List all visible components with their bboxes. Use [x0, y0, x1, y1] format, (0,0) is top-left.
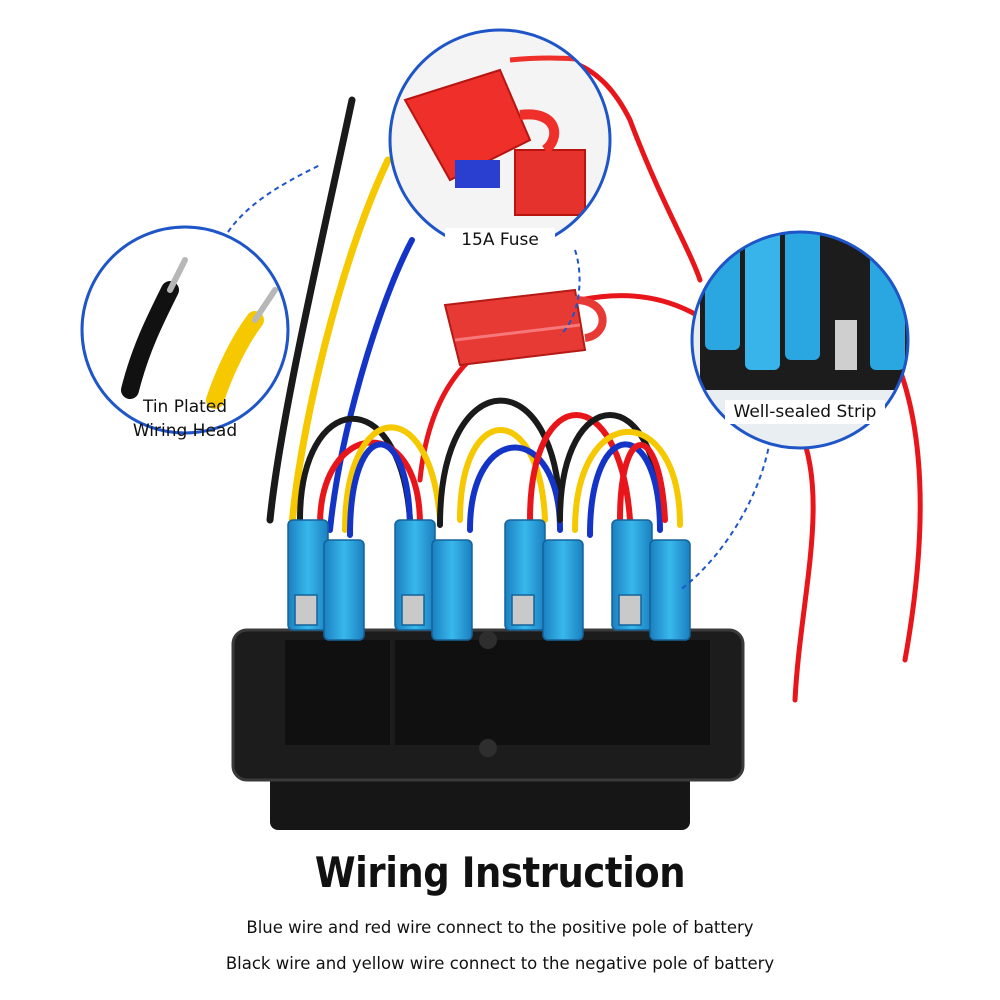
fuse-callout — [388, 28, 612, 252]
switch-panel — [231, 628, 745, 830]
label-strip: Well-sealed Strip — [725, 400, 885, 424]
tin-plated-callout — [80, 225, 290, 435]
callout-leaders — [227, 164, 771, 591]
wire-loops — [297, 397, 683, 538]
page-title: Wiring Instruction — [314, 848, 686, 897]
blue-terminals — [287, 519, 691, 641]
instruction-line-2: Black wire and yellow wire connect to th… — [225, 954, 775, 973]
label-tin-plated: Tin Plated Wiring Head — [132, 397, 238, 441]
instruction-line-1: Blue wire and red wire connect to the po… — [246, 918, 754, 937]
label-fuse: 15A Fuse — [445, 228, 555, 252]
inline-fuse-holder — [443, 288, 607, 367]
